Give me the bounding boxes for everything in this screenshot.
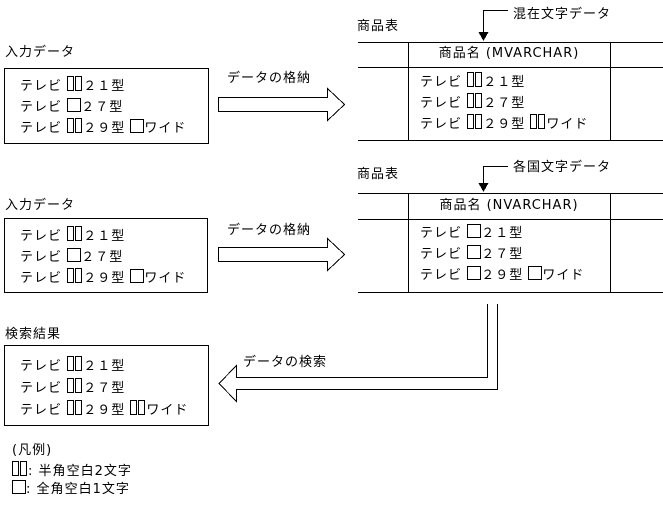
halfwidth-space-box [75,356,83,371]
table-row: テレビ ２７型 [420,245,524,262]
halfwidth-space-box [67,400,75,415]
table1-rows: テレビ ２１型 テレビ ２７型 テレビ ２９型 ワイド [420,72,588,135]
fullwidth-space-box [130,269,145,283]
storage-arrow-label-1: データの格納 [227,71,312,86]
product-table-label-2: 商品表 [357,167,400,182]
halfwidth-space-box [75,378,83,393]
halfwidth-space-box [67,378,75,393]
product-table-1-grid [358,42,663,141]
input-data-box-2: テレビ ２１型 テレビ ２７型 テレビ ２９型 ワイド [4,218,208,293]
product-table-2-grid [358,193,663,293]
table2-column-header: 商品名 (NVARCHAR) [439,198,579,213]
halfwidth-space-box [20,461,27,476]
halfwidth-space-box [130,400,138,415]
halfwidth-space-box [475,93,483,108]
storage-arrow-2-shape [218,237,346,272]
halfwidth-space-box [67,226,75,241]
national-data-annotation-arrow [478,166,508,192]
data-line: テレビ ２９型 ワイド [20,118,186,139]
table1-column-header: 商品名 (MVARCHAR) [438,46,580,61]
down-arrow-icon [478,183,489,192]
mixed-data-annotation-arrow [478,10,508,41]
national-data-annotation-label: 各国文字データ [513,160,612,175]
halfwidth-space-box [467,93,475,108]
storage-arrow-label-2: データの格納 [227,223,312,238]
data-line: テレビ ２１型 [20,76,186,97]
search-arrow-shape [218,304,498,403]
fullwidth-space-box [67,98,82,112]
halfwidth-space-box [75,268,83,283]
legend-title: (凡例) [12,443,53,458]
halfwidth-space-box [67,268,75,283]
table-row: テレビ ２１型 [420,224,524,241]
halfwidth-space-box [467,72,475,87]
legend-item-halfwidth: : 半角空白2文字 [12,461,132,479]
halfwidth-space-box [75,118,83,133]
halfwidth-space-box [475,72,483,87]
input-data-box-1: テレビ ２１型 テレビ ２７型 テレビ ２９型 ワイド [4,68,209,144]
halfwidth-space-box [530,114,538,129]
fullwidth-space-box [130,119,145,133]
halfwidth-space-box [12,461,19,476]
product-table-label-1: 商品表 [357,19,400,34]
annotation2-connector-line [483,166,508,184]
halfwidth-space-box [138,400,146,415]
data-line: テレビ ２１型 [20,356,188,378]
legend-item-fullwidth: : 全角空白1文字 [12,480,130,497]
fullwidth-space-box [528,266,543,280]
data-line: テレビ ２９型 ワイド [20,400,188,422]
halfwidth-space-box [67,356,75,371]
halfwidth-space-box [67,76,75,91]
storage-arrow-1-shape [218,87,346,122]
halfwidth-space-box [75,400,83,415]
data-line: テレビ ２７型 [20,248,124,265]
search-result-box: テレビ ２１型 テレビ ２７型 テレビ ２９型 ワイド [4,345,209,426]
halfwidth-space-box [67,118,75,133]
fullwidth-space-box [467,224,482,238]
search-result-label: 検索結果 [5,327,62,342]
fullwidth-space-box [67,248,82,262]
halfwidth-space-box [467,114,475,129]
data-line: テレビ ２７型 [20,378,188,400]
down-arrow-icon [478,32,489,41]
input-data-label-1: 入力データ [5,45,76,60]
halfwidth-space-box [75,226,83,241]
halfwidth-space-box [75,76,83,91]
table-row: テレビ ２９型 ワイド [420,266,585,283]
fullwidth-space-box [467,245,482,259]
table-row: テレビ ２７型 [420,93,588,114]
fullwidth-space-box [467,266,482,280]
table2-rows: テレビ ２１型 テレビ ２７型 テレビ ２９型 ワイド [420,223,584,286]
halfwidth-space-box [475,114,483,129]
table-row: テレビ ２１型 [420,72,588,93]
fullwidth-space-box [12,480,26,494]
data-line: テレビ ２９型 ワイド [20,268,186,289]
search-arrow-label: データの検索 [243,355,328,370]
halfwidth-space-box [538,114,546,129]
annotation1-connector-line [483,10,508,33]
data-line: テレビ ２７型 [20,98,124,115]
mixed-data-annotation-label: 混在文字データ [513,7,612,22]
data-line: テレビ ２１型 [20,226,186,247]
input-data-label-2: 入力データ [5,198,76,213]
table-row: テレビ ２９型 ワイド [420,114,588,135]
